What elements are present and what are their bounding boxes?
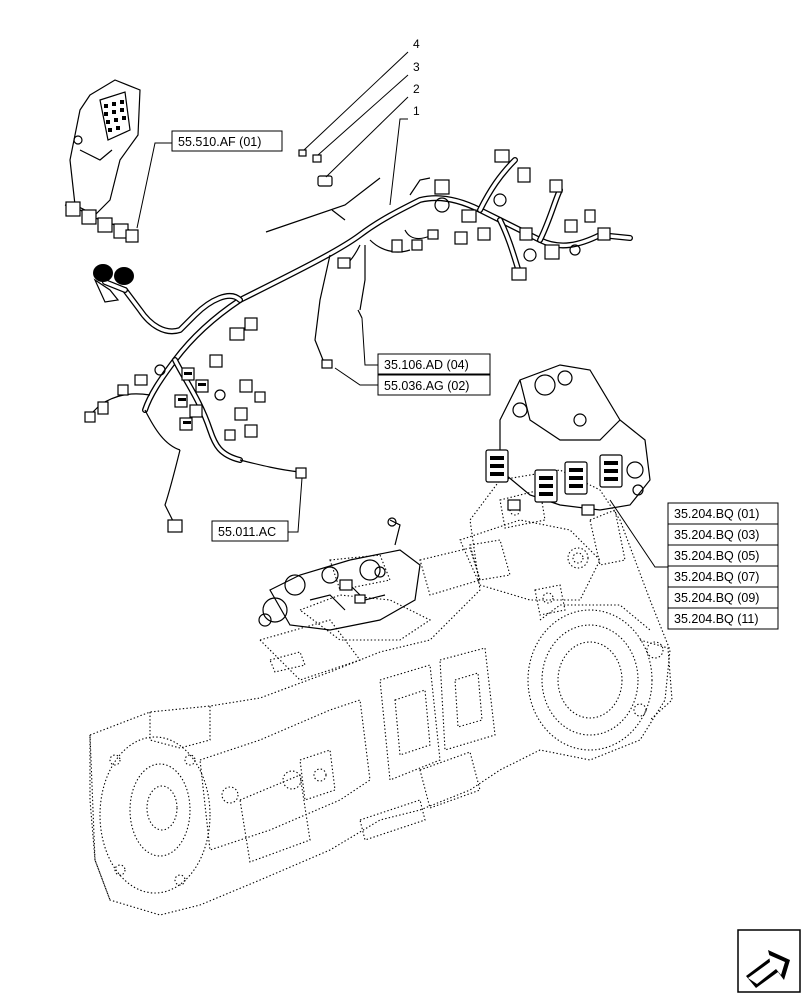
- ref-35204bq-09: 35.204.BQ (09): [674, 591, 759, 605]
- callout-3: 3: [413, 60, 420, 74]
- ref-35204bq-05: 35.204.BQ (05): [674, 549, 759, 563]
- ref-35204bq-03: 35.204.BQ (03): [674, 528, 759, 542]
- control-valve-stack: [485, 364, 651, 516]
- ref-box-35106ad: [377, 353, 491, 375]
- ref-35204bq-07: 35.204.BQ (07): [674, 570, 759, 584]
- wiring-harness-lower: [84, 264, 307, 533]
- ref-35204bq-11: 35.204.BQ (11): [674, 612, 759, 626]
- ref-55036ag: 55.036.AG (02): [384, 379, 469, 393]
- reference-labels: 55.510.AF (01) 35.106.AD (04) 55.036.AG …: [136, 130, 779, 630]
- ref-box-55510af: [171, 130, 283, 152]
- ref-35204bq-01: 35.204.BQ (01): [674, 507, 759, 521]
- valve-assembly-top: [258, 517, 421, 631]
- control-module: [64, 79, 141, 243]
- wiring-harness-upper: [237, 149, 633, 369]
- ref-box-55036ag: [377, 374, 491, 396]
- ref-35106ad: 35.106.AD (04): [384, 358, 469, 372]
- ref-55510af: 55.510.AF (01): [178, 135, 261, 149]
- callout-4: 4: [413, 37, 420, 51]
- arrow-icon[interactable]: [737, 929, 801, 993]
- ref-55011ac: 55.011.AC: [218, 525, 276, 539]
- ref-box-55011ac: [211, 520, 289, 542]
- transmission-housing: [89, 469, 673, 916]
- small-parts: [265, 149, 381, 233]
- ref-group-35204bq: 35.204.BQ (01) 35.204.BQ (03) 35.204.BQ …: [667, 502, 779, 630]
- callout-numbers: 4 3 2 1: [303, 37, 420, 206]
- callout-2: 2: [413, 82, 420, 96]
- callout-1: 1: [413, 104, 420, 118]
